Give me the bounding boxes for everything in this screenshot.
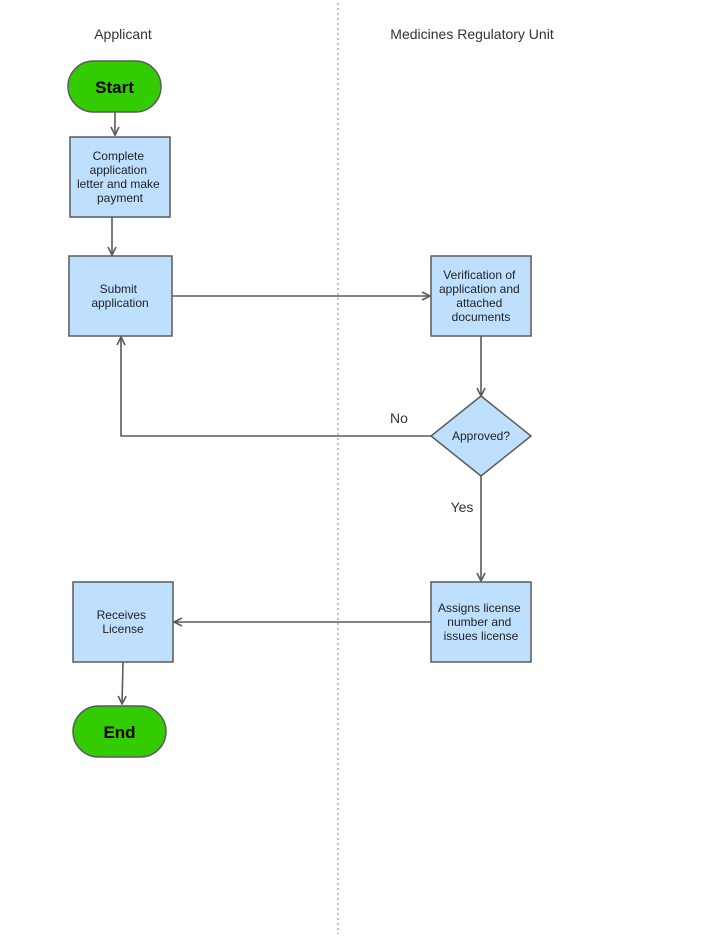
- approved-label: Approved?: [452, 429, 510, 443]
- assign-license-box[interactable]: Assigns license number and issues licens…: [430, 581, 532, 663]
- edge-label-no: No: [390, 410, 408, 426]
- receives-license-box[interactable]: Receives License: [72, 581, 174, 663]
- start-label: Start: [95, 78, 134, 97]
- end-label: End: [103, 723, 135, 742]
- start-terminal[interactable]: Start: [67, 60, 162, 113]
- end-terminal[interactable]: End: [72, 705, 167, 758]
- edge-receive-to-end: [122, 661, 123, 704]
- edge-label-yes: Yes: [451, 499, 474, 515]
- verification-box[interactable]: Verification of application and attached…: [430, 255, 532, 337]
- approved-decision[interactable]: Approved?: [429, 395, 533, 477]
- lane-title-applicant: Applicant: [94, 26, 152, 42]
- complete-application-box[interactable]: Complete application letter and make pay…: [69, 136, 171, 218]
- complete-application-label: Complete application letter and make pay…: [77, 149, 163, 205]
- verification-label: Verification of application and attached…: [439, 268, 523, 324]
- submit-application-box[interactable]: Submit application: [68, 255, 173, 337]
- assign-license-label: Assigns license number and issues licens…: [438, 601, 524, 643]
- receives-license-label: Receives License: [97, 608, 150, 636]
- submit-application-label: Submit application: [91, 282, 148, 310]
- edge-approved-no-to-submit: [121, 337, 431, 437]
- lane-title-regulator: Medicines Regulatory Unit: [390, 26, 554, 42]
